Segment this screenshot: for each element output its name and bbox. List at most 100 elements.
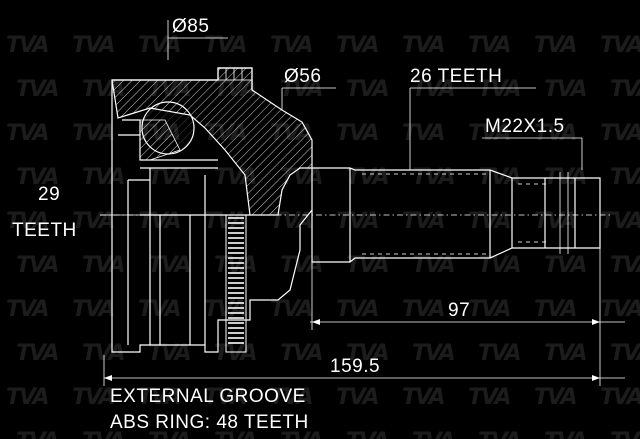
watermark-text: TVA — [610, 429, 640, 439]
watermark-text: TVA — [6, 33, 49, 58]
watermark-text: TVA — [72, 297, 115, 322]
watermark-text: TVA — [346, 77, 389, 102]
total-length-label: 159.5 — [330, 356, 380, 377]
outer-diameter-label: Ø85 — [172, 16, 209, 37]
watermark-text: TVA — [280, 341, 323, 366]
watermark-text: TVA — [270, 385, 313, 410]
watermark-text: TVA — [600, 209, 640, 234]
watermark-text: TVA — [82, 253, 125, 278]
watermark-text: TVA — [544, 429, 587, 439]
watermark-text: TVA — [600, 297, 640, 322]
watermark-text: TVA — [600, 385, 640, 410]
watermark-text: TVA — [402, 209, 445, 234]
watermark-text: TVA — [478, 253, 521, 278]
watermark-text: TVA — [336, 121, 379, 146]
watermark-text: TVA — [402, 385, 445, 410]
watermark-text: TVA — [412, 165, 455, 190]
watermark-text: TVA — [534, 209, 577, 234]
watermark-text: TVA — [346, 429, 389, 439]
watermark-text: TVA — [204, 385, 247, 410]
watermark-text: TVA — [148, 253, 191, 278]
shaft-length-label: 97 — [448, 300, 470, 321]
watermark-text: TVA — [72, 121, 115, 146]
watermark-text: TVA — [280, 77, 323, 102]
watermark-text: TVA — [346, 253, 389, 278]
watermark-text: TVA — [468, 33, 511, 58]
watermark-text: TVA — [214, 341, 257, 366]
watermark-text: TVA — [468, 385, 511, 410]
watermark-text: TVA — [6, 121, 49, 146]
watermark-text: TVA — [336, 209, 379, 234]
watermark-text: TVA — [412, 77, 455, 102]
watermark-text: TVA — [16, 253, 59, 278]
watermark-text: TVA — [214, 253, 257, 278]
watermark-text: TVA — [402, 297, 445, 322]
watermark-text: TVA — [402, 121, 445, 146]
neck-diameter-label: Ø56 — [284, 66, 321, 87]
watermark-text: TVA — [544, 341, 587, 366]
watermark-text: TVA — [600, 121, 640, 146]
watermark-text: TVA — [534, 33, 577, 58]
watermark-text: TVA — [82, 429, 125, 439]
watermark-text: TVA — [336, 385, 379, 410]
watermark-text: TVA — [610, 77, 640, 102]
external-groove-note: EXTERNAL GROOVE — [110, 386, 306, 407]
watermark-text: TVA — [214, 429, 257, 439]
watermark-text: TVA — [610, 253, 640, 278]
watermark-text: TVA — [610, 165, 640, 190]
watermark-text: TVA — [270, 33, 313, 58]
watermark-text: TVA — [412, 429, 455, 439]
watermark-text: TVA — [534, 385, 577, 410]
watermark-text: TVA — [534, 297, 577, 322]
watermark-text: TVA — [82, 165, 125, 190]
watermark-text: TVA — [16, 165, 59, 190]
watermark-text: TVA — [16, 429, 59, 439]
watermark-text: TVA — [478, 429, 521, 439]
shaft-teeth-label: 26 TEETH — [410, 66, 502, 87]
watermark-text: TVA — [6, 297, 49, 322]
watermark-text: TVA — [72, 33, 115, 58]
abs-ring — [225, 214, 247, 353]
outer-housing — [111, 67, 313, 353]
dimension-lines — [100, 20, 625, 386]
watermark-text: TVA — [138, 33, 181, 58]
watermark-text: TVA — [412, 253, 455, 278]
watermark-text: TVA — [204, 209, 247, 234]
watermark-text: TVA — [280, 429, 323, 439]
watermark-text: TVA — [402, 33, 445, 58]
watermark-text: TVA — [468, 209, 511, 234]
watermark-text: TVA — [478, 77, 521, 102]
watermark-text: TVA — [82, 341, 125, 366]
watermark-text: TVA — [610, 341, 640, 366]
watermark-text: TVA — [72, 209, 115, 234]
watermark-text: TVA — [138, 297, 181, 322]
watermark-text: TVA — [6, 385, 49, 410]
watermark-text: TVA — [534, 121, 577, 146]
watermark-text: TVA — [148, 429, 191, 439]
watermark-text: TVA — [6, 209, 49, 234]
watermark-text: TVA — [280, 253, 323, 278]
watermark-text: TVA — [204, 33, 247, 58]
inner-teeth-count-label: 29 — [38, 184, 60, 205]
inner-teeth-word-label: TEETH — [12, 220, 77, 241]
watermark-text: TVA — [16, 77, 59, 102]
watermark-text: TVA — [336, 33, 379, 58]
watermark-text: TVA — [478, 341, 521, 366]
watermark-text: TVA — [468, 121, 511, 146]
watermark-text: TVA — [16, 341, 59, 366]
watermark-text: TVA — [138, 209, 181, 234]
watermark-text: TVA — [148, 165, 191, 190]
watermark-text: TVA — [138, 385, 181, 410]
watermark-text: TVA — [336, 297, 379, 322]
watermark-text: TVA — [346, 341, 389, 366]
watermark-text: TVA — [468, 297, 511, 322]
watermark-text: TVA — [544, 253, 587, 278]
abs-ring-note: ABS RING: 48 TEETH — [110, 412, 309, 433]
watermark-text: TVA — [600, 33, 640, 58]
watermark-text: TVA — [270, 297, 313, 322]
thread-label: M22X1.5 — [485, 116, 565, 137]
watermark-text: TVA — [72, 385, 115, 410]
watermark-text: TVA — [412, 341, 455, 366]
